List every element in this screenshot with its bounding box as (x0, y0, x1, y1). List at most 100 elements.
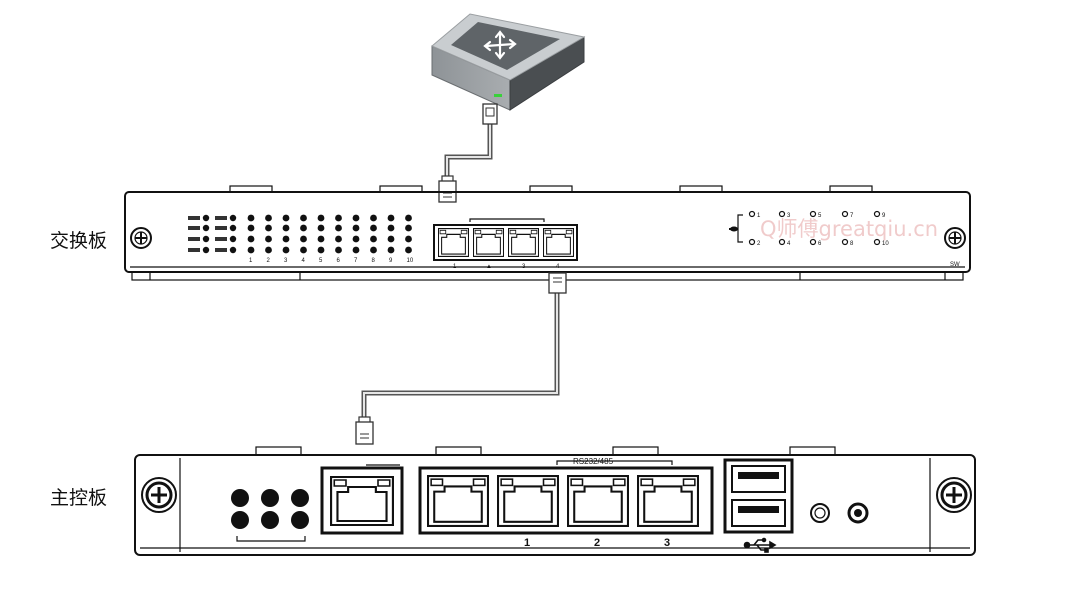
uplink-ethernet-port (330, 476, 394, 526)
serial-port-label: RS232/485 (573, 457, 614, 466)
led-dot (247, 235, 255, 243)
main-board-side-edges (179, 458, 931, 552)
led-dot (300, 214, 307, 222)
led-column-number: 3 (284, 258, 288, 264)
switch-ethernet-port-4 (543, 228, 574, 257)
cable-2-outer (361, 292, 560, 419)
screw-cross (135, 232, 147, 244)
switch-ethernet-port-2 (473, 228, 504, 257)
led-dot (387, 235, 395, 243)
port-indicator-led (778, 238, 786, 246)
port-indicator-number: 7 (850, 213, 854, 219)
board-model-label: SW (950, 262, 960, 268)
port-indicator-led (809, 210, 817, 218)
led-dot (317, 246, 325, 254)
port-group-bracket (469, 218, 545, 222)
switch-port-label-2: ▲ (486, 264, 492, 270)
screw-icon (936, 477, 972, 513)
rj45-plug-contacts (553, 277, 562, 283)
rj45-plug-icon (355, 421, 374, 445)
led-dot (387, 214, 395, 222)
main-port-3 (637, 475, 699, 527)
switch-ethernet-port-3 (508, 228, 539, 257)
port-indicator-led (748, 238, 756, 246)
port-indicator-number: 1 (757, 213, 761, 219)
led-column-number: 6 (337, 258, 341, 264)
led-dot (202, 224, 210, 232)
port-indicator-led (809, 238, 817, 246)
main-port-number-2: 2 (594, 537, 600, 549)
usb-port-1 (731, 465, 786, 493)
screw-icon (944, 227, 966, 249)
led-dot (352, 246, 360, 254)
led-dot (229, 246, 237, 254)
usb-port-2-tongue (738, 506, 779, 513)
led-dot (202, 246, 210, 254)
led-dot (352, 214, 360, 222)
led-label-mark (188, 248, 200, 252)
led-dot (265, 246, 272, 254)
port-indicator-number: 6 (818, 241, 822, 247)
led-dot (317, 224, 325, 232)
led-dot (265, 224, 272, 232)
main-port-number-1: 1 (524, 537, 530, 549)
port-indicator-number: 3 (787, 213, 791, 219)
led-dot (317, 235, 325, 243)
rj45-plug-contacts (360, 433, 369, 439)
led-dot (265, 235, 272, 243)
screw-head (141, 477, 177, 513)
port-indicator-number: 8 (850, 241, 854, 247)
status-light (231, 489, 249, 507)
led-label-mark (215, 226, 227, 230)
port-indicator-led (748, 210, 756, 218)
screw-head (944, 227, 966, 249)
arrow-right-head (508, 38, 517, 50)
board-tab (612, 446, 659, 456)
led-dot (335, 246, 342, 254)
main-port-2 (567, 475, 629, 527)
led-dot (387, 246, 395, 254)
led-dot (229, 235, 237, 243)
board-tab (789, 446, 836, 456)
led-label-mark (188, 226, 200, 230)
led-dot (247, 246, 255, 254)
main-ethernet-port-0 (427, 475, 489, 527)
port-indicator-number: 9 (882, 213, 886, 219)
led-dot (370, 214, 377, 222)
led-dot (405, 214, 412, 222)
switch-board-rail-marks (149, 272, 946, 280)
serial-port-bracket (556, 460, 673, 465)
screw-icon (130, 227, 152, 249)
led-dot (229, 224, 237, 232)
main-board-status-lights (231, 489, 309, 542)
led-dot (282, 246, 290, 254)
reset-button-icon (810, 503, 830, 523)
main-board-label: 主控板 (50, 487, 107, 509)
led-label-mark (215, 237, 227, 241)
led-dot (370, 246, 377, 254)
led-dot (370, 235, 377, 243)
led-dot (265, 214, 272, 222)
status-light (261, 511, 279, 529)
port-indicator-led (873, 210, 881, 218)
led-dot (282, 235, 290, 243)
led-dot (352, 224, 360, 232)
switch-device-top-panel (451, 22, 560, 70)
led-column-number: 8 (372, 258, 376, 264)
switch-port-label-1: 1 (453, 264, 457, 270)
cable-1-inner (446, 124, 491, 178)
led-dot (317, 214, 325, 222)
led-dot (335, 224, 342, 232)
switch-board-bottom-rail (131, 271, 964, 281)
watermark-text: Q师傅greatqiu.cn (760, 217, 938, 241)
screw-head (936, 477, 972, 513)
led-column-number: 2 (267, 258, 271, 264)
main-port-1 (497, 475, 559, 527)
led-dot (405, 224, 412, 232)
port-indicator-led (841, 210, 849, 218)
port-indicator-led (873, 238, 881, 246)
usb-icon-arrow (769, 540, 777, 550)
port-indicator-number: 4 (787, 241, 791, 247)
